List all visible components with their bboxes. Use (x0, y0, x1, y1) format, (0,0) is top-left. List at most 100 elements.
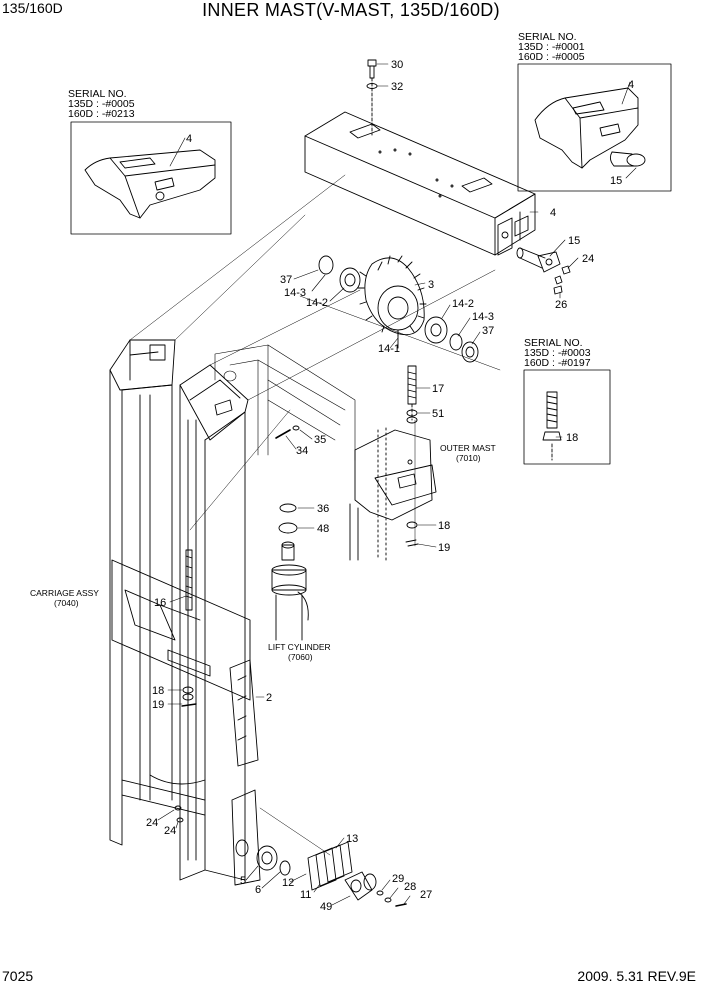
serial-box-right-line2: 160D : -#0197 (524, 357, 591, 369)
part-callout: 5 (240, 875, 246, 887)
bolt-24-lower-a (174, 805, 182, 811)
part-callout: 37 (482, 325, 494, 337)
lift-cylinder-ref: (7060) (288, 652, 313, 662)
lift-cylinder (271, 541, 309, 641)
part-callout: 11 (300, 889, 311, 901)
serial-box-top-right-frame (517, 63, 672, 192)
part-callout: 4 (550, 207, 556, 219)
part-callout: 12 (282, 877, 294, 889)
outer-mast-label: OUTER MAST (440, 443, 496, 453)
snap-ring-37-right (461, 341, 479, 363)
carriage-ref: (7040) (54, 598, 79, 608)
o-ring-48 (278, 522, 298, 534)
projection-lines (129, 174, 501, 856)
part-callout: 26 (555, 299, 567, 311)
part-callout: 19 (152, 699, 164, 711)
part-callout: 18 (152, 685, 164, 697)
bearing-14-2-right (424, 316, 448, 344)
serial-box-top-right-title: SERIAL NO. (518, 31, 577, 43)
bolt-24-lower-b (176, 817, 184, 823)
washer-28 (384, 897, 392, 903)
chain-sheave (357, 255, 427, 349)
crossmember-detail-right (534, 87, 646, 169)
bearing-14-2-left (339, 267, 361, 293)
lift-cylinder-label: LIFT CYLINDER (268, 642, 331, 652)
bolt-19-carriage (181, 703, 197, 707)
part-callout: 27 (420, 889, 432, 901)
washer-29 (376, 890, 384, 896)
nut-51 (406, 409, 418, 417)
model-code: 135/160D (2, 0, 63, 16)
part-callout: 6 (255, 884, 261, 896)
serial-box-top-right: SERIAL NO. 135D : -#0001 160D : -#0005 (517, 31, 672, 192)
part-callout: 4 (186, 133, 192, 145)
bolt-27 (395, 903, 407, 907)
part-callout: 18 (438, 520, 450, 532)
revision-date: 2009. 5.31 REV.9E (577, 968, 696, 984)
part-callout: 37 (280, 274, 292, 286)
snap-ring-6 (279, 860, 291, 876)
part-callout: 15 (610, 175, 622, 187)
part-callout: 18 (566, 432, 578, 444)
part-callout: 15 (568, 235, 580, 247)
part-callouts: 30 32 4 4 4 15 15 24 26 3 37 14-3 14-2 1… (146, 59, 634, 913)
inner-mast (109, 339, 261, 886)
nut-18-lower (406, 521, 418, 529)
chain-anchor-bolt-detail (542, 391, 562, 461)
anchor-bolt-17 (407, 365, 417, 421)
bolts-24-26 (553, 265, 571, 295)
pin-34 (275, 429, 291, 439)
part-callout: 24 (146, 817, 158, 829)
serial-box-left: SERIAL NO. 135D : -#0005 160D : -#0213 (68, 88, 232, 235)
serial-box-left-title: SERIAL NO. (68, 88, 127, 100)
leader-lines (157, 63, 637, 906)
serial-box-left-line1: 135D : -#0005 (68, 98, 135, 110)
mast-frame-phantom (214, 344, 356, 461)
o-ring-36 (279, 503, 297, 513)
top-crossmember (304, 111, 536, 256)
part-callout: 14-3 (284, 287, 306, 299)
washer-35 (292, 425, 300, 431)
part-callout: 35 (314, 434, 326, 446)
part-callout: 36 (317, 503, 329, 515)
bolt-19 (405, 539, 419, 547)
part-callout: 17 (432, 383, 444, 395)
part-callout: 14-3 (472, 311, 494, 323)
serial-box-top-right-line2: 160D : -#0005 (518, 51, 585, 63)
serial-box-right: SERIAL NO. 135D : -#0003 160D : -#0197 (523, 337, 611, 465)
serial-box-right-line1: 135D : -#0003 (524, 347, 591, 359)
part-callout: 24 (164, 825, 176, 837)
part-callout: 24 (582, 253, 594, 265)
bearing-5 (256, 845, 278, 871)
pin-15 (516, 247, 561, 273)
part-callout: 34 (296, 445, 308, 457)
part-callout: 49 (320, 901, 332, 913)
serial-box-right-frame (523, 369, 611, 465)
page-number: 7025 (2, 968, 34, 984)
serial-box-left-frame (70, 121, 232, 235)
outer-mast-bracket (349, 427, 437, 561)
assembly-labels: OUTER MAST (7010) CARRIAGE ASSY (7040) L… (30, 443, 496, 662)
side-roller-49 (344, 871, 377, 901)
part-callout: 51 (432, 408, 444, 420)
nut-18-upper (406, 416, 418, 424)
shim-plates-11-12-13 (307, 841, 353, 891)
page-title: INNER MAST(V-MAST, 135D/160D) (202, 0, 500, 20)
part-callout: 13 (346, 833, 358, 845)
part-callout: 32 (391, 81, 403, 93)
nut-18-carriage (182, 686, 194, 694)
part-callout: 14-2 (452, 298, 474, 310)
carriage-label: CARRIAGE ASSY (30, 588, 99, 598)
part-callout: 48 (317, 523, 329, 535)
part-callout: 30 (391, 59, 403, 71)
outer-mast-ref: (7010) (456, 453, 481, 463)
nut-18-carriage-2 (182, 693, 194, 701)
snap-ring-37-left (318, 255, 334, 275)
part-callout: 16 (154, 597, 166, 609)
part-callout: 3 (428, 279, 434, 291)
serial-box-right-title: SERIAL NO. (524, 337, 583, 349)
part-callout: 29 (392, 873, 404, 885)
serial-box-left-line2: 160D : -#0213 (68, 108, 135, 120)
part-callout: 19 (438, 542, 450, 554)
